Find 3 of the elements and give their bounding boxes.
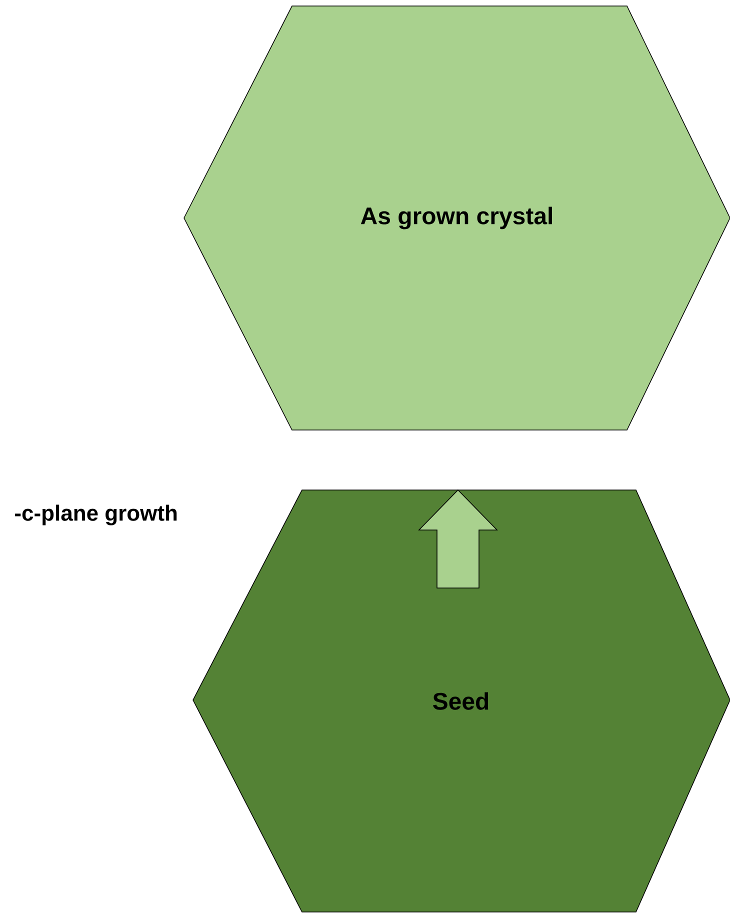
label: -c-plane growth — [15, 504, 177, 526]
hexagon: As grown crystal — [184, 6, 730, 430]
hexagon: Seed — [192, 490, 730, 912]
